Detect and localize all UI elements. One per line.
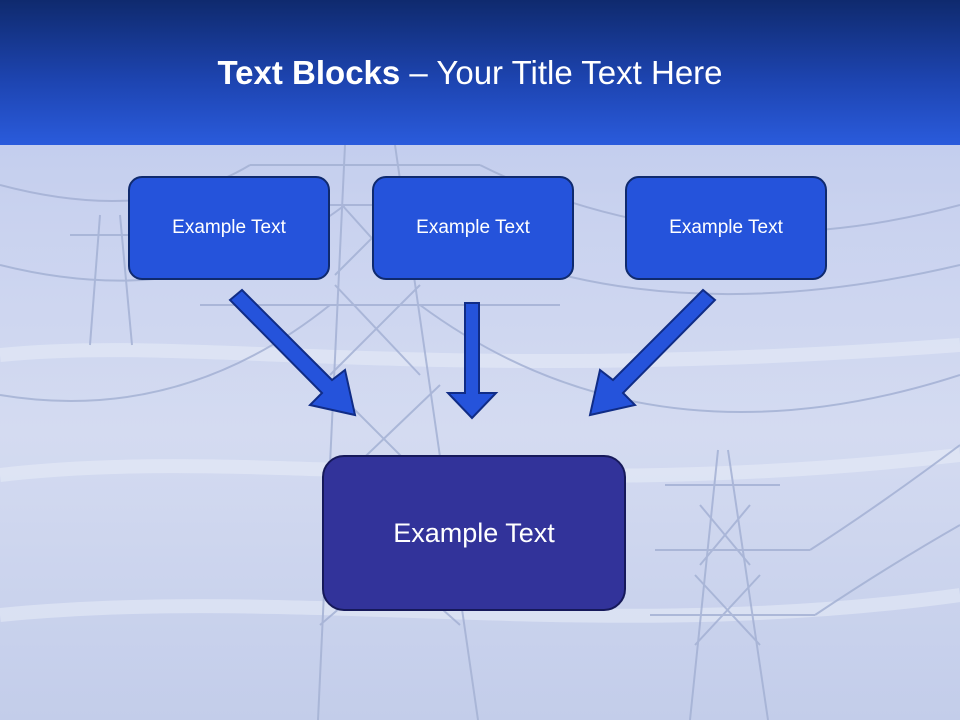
text-block-1[interactable]: Example Text bbox=[128, 176, 330, 280]
arrow-center bbox=[445, 302, 499, 420]
arrow-left bbox=[228, 288, 357, 417]
slide-title: Text Blocks – Your Title Text Here bbox=[0, 54, 940, 92]
title-rest: Your Title Text Here bbox=[436, 54, 723, 91]
target-text-block-label: Example Text bbox=[393, 517, 555, 548]
text-block-2-label: Example Text bbox=[416, 217, 530, 238]
text-block-1-label: Example Text bbox=[172, 217, 286, 238]
title-bold: Text Blocks bbox=[217, 54, 401, 91]
title-dash: – bbox=[400, 54, 437, 91]
text-block-2[interactable]: Example Text bbox=[372, 176, 574, 280]
text-block-3-label: Example Text bbox=[669, 217, 783, 238]
arrow-right bbox=[588, 288, 717, 417]
text-block-3[interactable]: Example Text bbox=[625, 176, 827, 280]
title-bar: Text Blocks – Your Title Text Here bbox=[0, 0, 960, 145]
target-text-block[interactable]: Example Text bbox=[322, 455, 626, 611]
